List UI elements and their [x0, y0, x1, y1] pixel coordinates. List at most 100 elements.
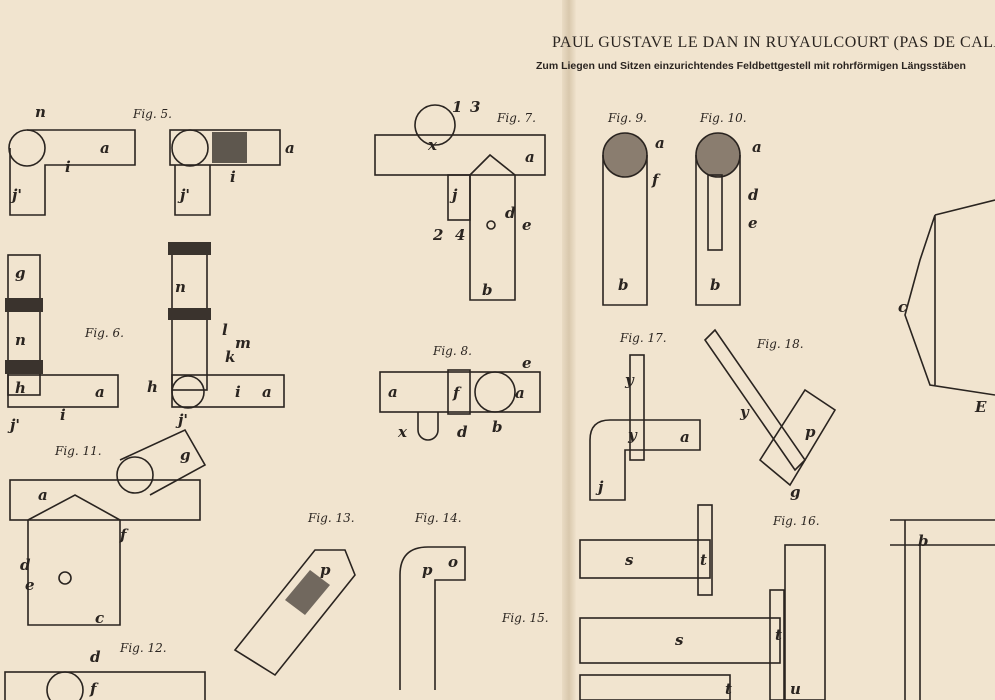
letter-label: p	[805, 423, 816, 441]
letter-label: y	[627, 426, 638, 444]
fig-17-drawing	[589, 354, 701, 501]
letter-label: n	[175, 278, 186, 296]
letter-label: x	[427, 136, 438, 154]
letter-label: e	[748, 214, 758, 232]
letter-label: f	[651, 171, 661, 189]
fig-8-caption: Fig. 8.	[432, 344, 472, 358]
letter-label: a	[38, 486, 48, 504]
fig-6-caption: Fig. 6.	[84, 326, 124, 340]
letter-label: y	[739, 403, 750, 421]
letter-label: m	[235, 334, 251, 352]
patent-title: Zum Liegen und Sitzen einzurichtendes Fe…	[536, 60, 966, 72]
letter-label: b	[618, 276, 629, 294]
letter-label: j	[595, 478, 604, 496]
letter-label: d	[20, 556, 31, 574]
fig-18-caption: Fig. 18.	[756, 337, 804, 351]
letter-label: p	[320, 561, 331, 579]
letter-label: a	[262, 383, 272, 401]
letter-label: i	[60, 406, 66, 424]
letter-label: d	[505, 204, 516, 222]
fig-13-drawing	[233, 549, 356, 677]
letter-label: i	[230, 168, 236, 186]
letter-label: g	[790, 483, 801, 501]
letter-label: c	[898, 298, 907, 316]
page-gutter	[562, 0, 576, 700]
inventor-header: PAUL GUSTAVE LE DAN IN RUYAULCOURT (PAS …	[552, 34, 995, 51]
letter-label: i	[65, 158, 71, 176]
letter-label: a	[680, 428, 690, 446]
letter-label: p	[422, 561, 433, 579]
letter-label: e	[522, 216, 532, 234]
letter-label: t	[775, 626, 782, 644]
letter-label: l	[222, 321, 228, 339]
letter-label: a	[752, 138, 762, 156]
letter-label: i	[235, 383, 241, 401]
letter-label: e	[25, 576, 35, 594]
fig-16-caption: Fig. 16.	[772, 514, 820, 528]
letter-label: u	[790, 680, 801, 698]
letter-label: j'	[9, 186, 22, 204]
fig-11-caption: Fig. 11.	[54, 444, 102, 458]
letter-label: h	[147, 378, 158, 396]
letter-label: s	[675, 631, 684, 649]
fig-17-caption: Fig. 17.	[619, 331, 667, 345]
letter-label: b	[918, 532, 929, 550]
letter-label: n	[15, 331, 26, 349]
letter-label: b	[710, 276, 721, 294]
letter-label: n	[35, 103, 46, 121]
letter-label: 1	[452, 98, 462, 116]
letter-label: d	[457, 423, 468, 441]
letter-label: a	[100, 139, 110, 157]
letter-label: b	[492, 418, 503, 436]
letter-label: k	[225, 348, 235, 366]
letter-label: e	[522, 354, 532, 372]
fig-5-drawing	[8, 129, 281, 216]
fig-15-drawing	[579, 504, 785, 700]
fig-6-drawing	[5, 242, 285, 409]
letter-label: y	[624, 371, 635, 389]
letter-label: h	[15, 379, 26, 397]
letter-label: j'	[175, 411, 188, 429]
letter-label: 4	[455, 226, 465, 244]
letter-label: a	[95, 383, 105, 401]
letter-label: b	[482, 281, 493, 299]
fig-8-drawing	[379, 369, 541, 441]
letter-label: x	[397, 423, 408, 441]
fig-9-caption: Fig. 9.	[607, 111, 647, 125]
fig-9-10-drawing	[602, 132, 741, 306]
letter-label: j'	[177, 186, 190, 204]
letter-label: d	[90, 648, 101, 666]
fig-11-drawing	[9, 428, 207, 626]
letter-label: 3	[470, 98, 480, 116]
reference-letters: n a i j' a i j' g n h a j' i n l m k h j…	[7, 98, 987, 698]
letter-label: j'	[7, 416, 20, 434]
fig-18-drawing	[703, 328, 837, 487]
letter-label: f	[89, 680, 99, 698]
letter-label: a	[515, 384, 525, 402]
letter-label: j	[449, 186, 458, 204]
fig-14-caption: Fig. 14.	[414, 511, 462, 525]
fig-14-drawing	[399, 546, 466, 690]
letter-label: a	[655, 134, 665, 152]
fig-15-caption: Fig. 15.	[501, 611, 549, 625]
letter-label: 2	[432, 226, 443, 244]
letter-label: f	[119, 526, 129, 544]
letter-label: g	[180, 446, 191, 464]
letter-label: a	[285, 139, 295, 157]
letter-label: f	[452, 384, 462, 402]
letter-label: d	[748, 186, 759, 204]
fig-7-drawing	[374, 104, 546, 301]
letter-label: t	[725, 680, 732, 698]
fig-12-caption: Fig. 12.	[119, 641, 167, 655]
letter-label: a	[525, 148, 535, 166]
letter-label: g	[15, 264, 26, 282]
letter-label: E	[974, 398, 987, 416]
fig-13-caption: Fig. 13.	[307, 511, 355, 525]
letter-label: t	[700, 551, 707, 569]
fig-16-drawing	[784, 544, 826, 700]
fig-10-caption: Fig. 10.	[699, 111, 747, 125]
letter-label: o	[448, 553, 458, 571]
fig-7-caption: Fig. 7.	[496, 111, 536, 125]
letter-label: c	[95, 609, 104, 627]
